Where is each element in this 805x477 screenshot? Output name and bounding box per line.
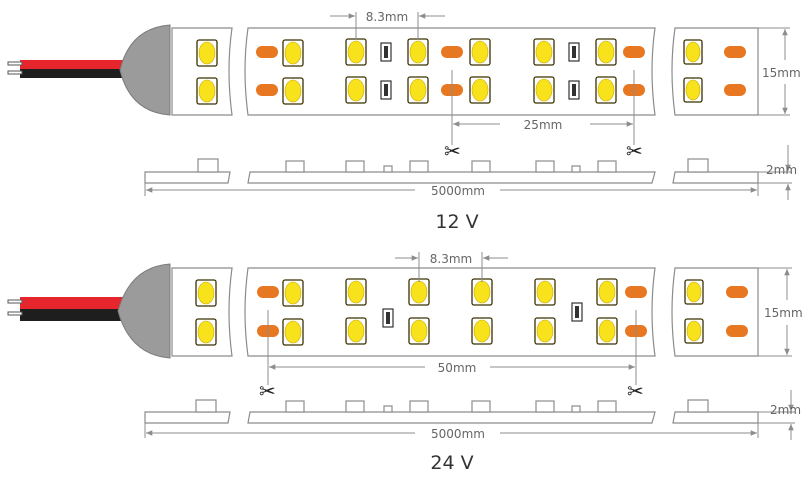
led-chip [469, 38, 491, 66]
scissors-icon: ✂ [444, 139, 461, 163]
solder-pad [256, 84, 278, 96]
led-chip [408, 278, 430, 306]
led-chip [471, 317, 493, 345]
led-chip [684, 318, 704, 344]
led-chip [345, 317, 367, 345]
width-dimension [758, 267, 792, 357]
led-array [196, 38, 746, 105]
resistor [571, 302, 583, 322]
led-array [195, 278, 748, 346]
end-cap [117, 263, 171, 359]
led-pitch-dimension [330, 12, 445, 40]
power-wires [7, 297, 130, 321]
led-pitch-label: 8.3mm [430, 252, 472, 266]
cut-interval-label: 25mm [524, 118, 563, 132]
led-chip [683, 77, 703, 103]
solder-pad [724, 46, 746, 58]
cut-interval-dimension [267, 310, 637, 385]
led-chip [471, 278, 493, 306]
led-chip [595, 38, 617, 66]
led-pitch-dimension [395, 252, 508, 282]
cut-interval-dimension [451, 70, 635, 145]
resistor [380, 80, 392, 100]
solder-pad [257, 286, 279, 298]
led-chip [533, 38, 555, 66]
led-chip [596, 317, 618, 345]
strip-side-view [144, 158, 759, 184]
width-label: 15mm [764, 306, 803, 320]
solder-pad [724, 84, 746, 96]
led-chip [534, 317, 556, 345]
led-chip [196, 39, 218, 67]
led-chip [282, 77, 304, 105]
led-chip [407, 76, 429, 104]
strip-top-view [171, 267, 759, 357]
scissors-icon: ✂ [627, 379, 644, 403]
solder-pad [625, 286, 647, 298]
led-chip [407, 38, 429, 66]
led-chip [534, 278, 556, 306]
power-wires [7, 60, 130, 78]
solder-pad [726, 286, 748, 298]
led-chip [345, 38, 367, 66]
solder-pad [256, 46, 278, 58]
led-chip [195, 279, 217, 307]
length-dimension [144, 423, 759, 438]
resistor [568, 42, 580, 62]
thickness-label: 2mm [770, 403, 801, 417]
led-chip [282, 39, 304, 67]
end-cap [119, 24, 171, 116]
strip-top-view [171, 27, 759, 116]
scissors-icon: ✂ [626, 139, 643, 163]
length-label: 5000mm [431, 427, 485, 441]
width-label: 15mm [762, 66, 801, 80]
cut-interval-label: 50mm [438, 361, 477, 375]
led-chip [469, 76, 491, 104]
voltage-label: 24 V [430, 452, 473, 474]
led-chip [596, 278, 618, 306]
led-chip [282, 279, 304, 307]
strip-diagram-12v: 8.3mm 25mm ✂ ✂ 15mm [7, 10, 801, 233]
led-chip [533, 76, 555, 104]
thickness-label: 2mm [766, 163, 797, 177]
strip-diagram-24v: 8.3mm 50mm ✂ ✂ 15mm [7, 252, 803, 474]
solder-pad [441, 46, 463, 58]
length-dimension [144, 183, 759, 196]
resistor [568, 80, 580, 100]
thickness-dimension [758, 390, 795, 440]
led-chip [408, 317, 430, 345]
led-chip [595, 76, 617, 104]
led-pitch-label: 8.3mm [366, 10, 408, 24]
length-label: 5000mm [431, 184, 485, 198]
led-chip [345, 278, 367, 306]
led-chip [282, 318, 304, 346]
led-chip [196, 77, 218, 105]
solder-pad [726, 325, 748, 337]
resistor [382, 308, 394, 328]
strip-side-view [144, 399, 759, 424]
width-dimension [758, 27, 790, 116]
solder-pad [623, 46, 645, 58]
led-chip [345, 76, 367, 104]
voltage-label: 12 V [435, 211, 478, 233]
resistor [380, 42, 392, 62]
led-chip [684, 279, 704, 305]
led-chip [683, 39, 703, 65]
thickness-dimension [758, 145, 792, 200]
led-chip [195, 318, 217, 346]
scissors-icon: ✂ [259, 379, 276, 403]
